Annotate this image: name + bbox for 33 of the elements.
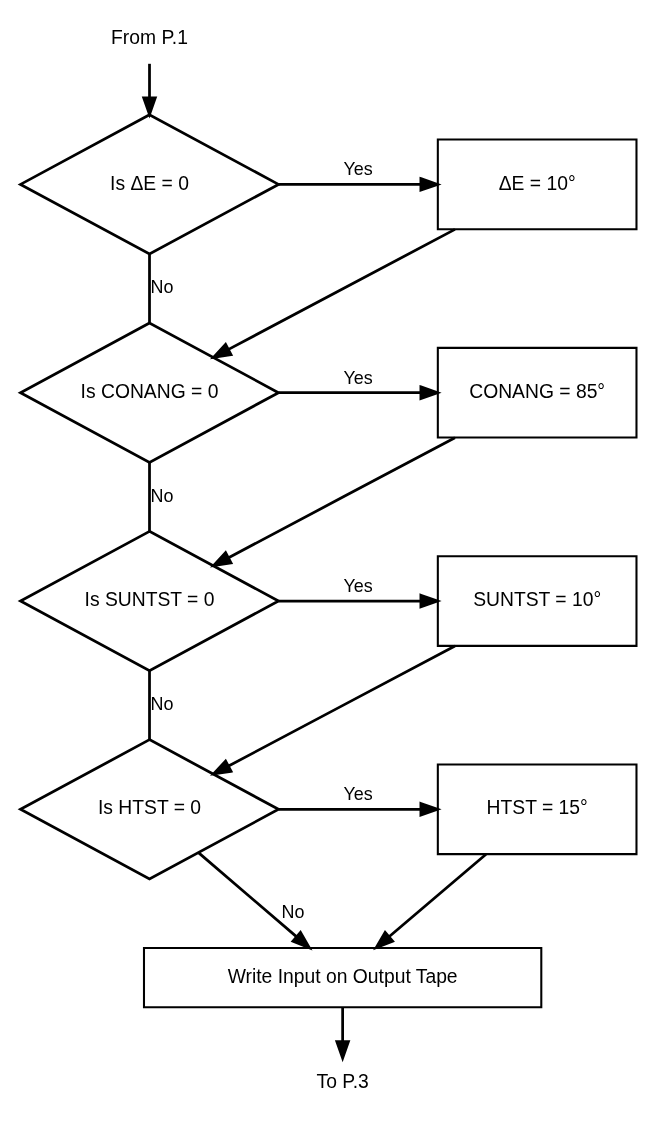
node-text: To P.3 [316,1071,369,1093]
node-text: From P.1 [111,26,188,48]
edge-label: Yes [343,367,373,388]
arrow [210,228,456,360]
node-box: CONANG = 85° [436,346,638,439]
node-box: ΔE = 10° [436,138,638,231]
node-box: HTST = 15° [436,763,638,856]
node-diamond: Is HTST = 0 [17,738,282,881]
edge-label: Yes [343,575,373,596]
arrow [278,384,442,401]
connector [148,462,151,532]
node-diamond: Is ΔE = 0 [17,113,282,256]
arrow [278,801,442,818]
arrow [278,176,442,193]
arrow [141,63,158,119]
arrow [197,851,313,951]
node-box: SUNTST = 10° [436,555,638,647]
arrow [373,853,487,951]
edge-label: Yes [343,159,373,180]
edge-label: No [150,693,174,714]
arrow [278,593,442,609]
arrow [334,1007,351,1063]
edge-label: Yes [343,784,373,805]
edge-label: No [281,902,305,923]
arrow [210,436,456,568]
arrow [210,644,456,776]
connector [148,254,151,323]
node-box: Write Input on Output Tape [142,946,543,1009]
edge-label: No [150,485,174,506]
edge-label: No [150,277,174,298]
node-diamond: Is CONANG = 0 [17,321,282,464]
node-diamond: Is SUNTST = 0 [17,529,282,673]
connector [148,670,151,740]
